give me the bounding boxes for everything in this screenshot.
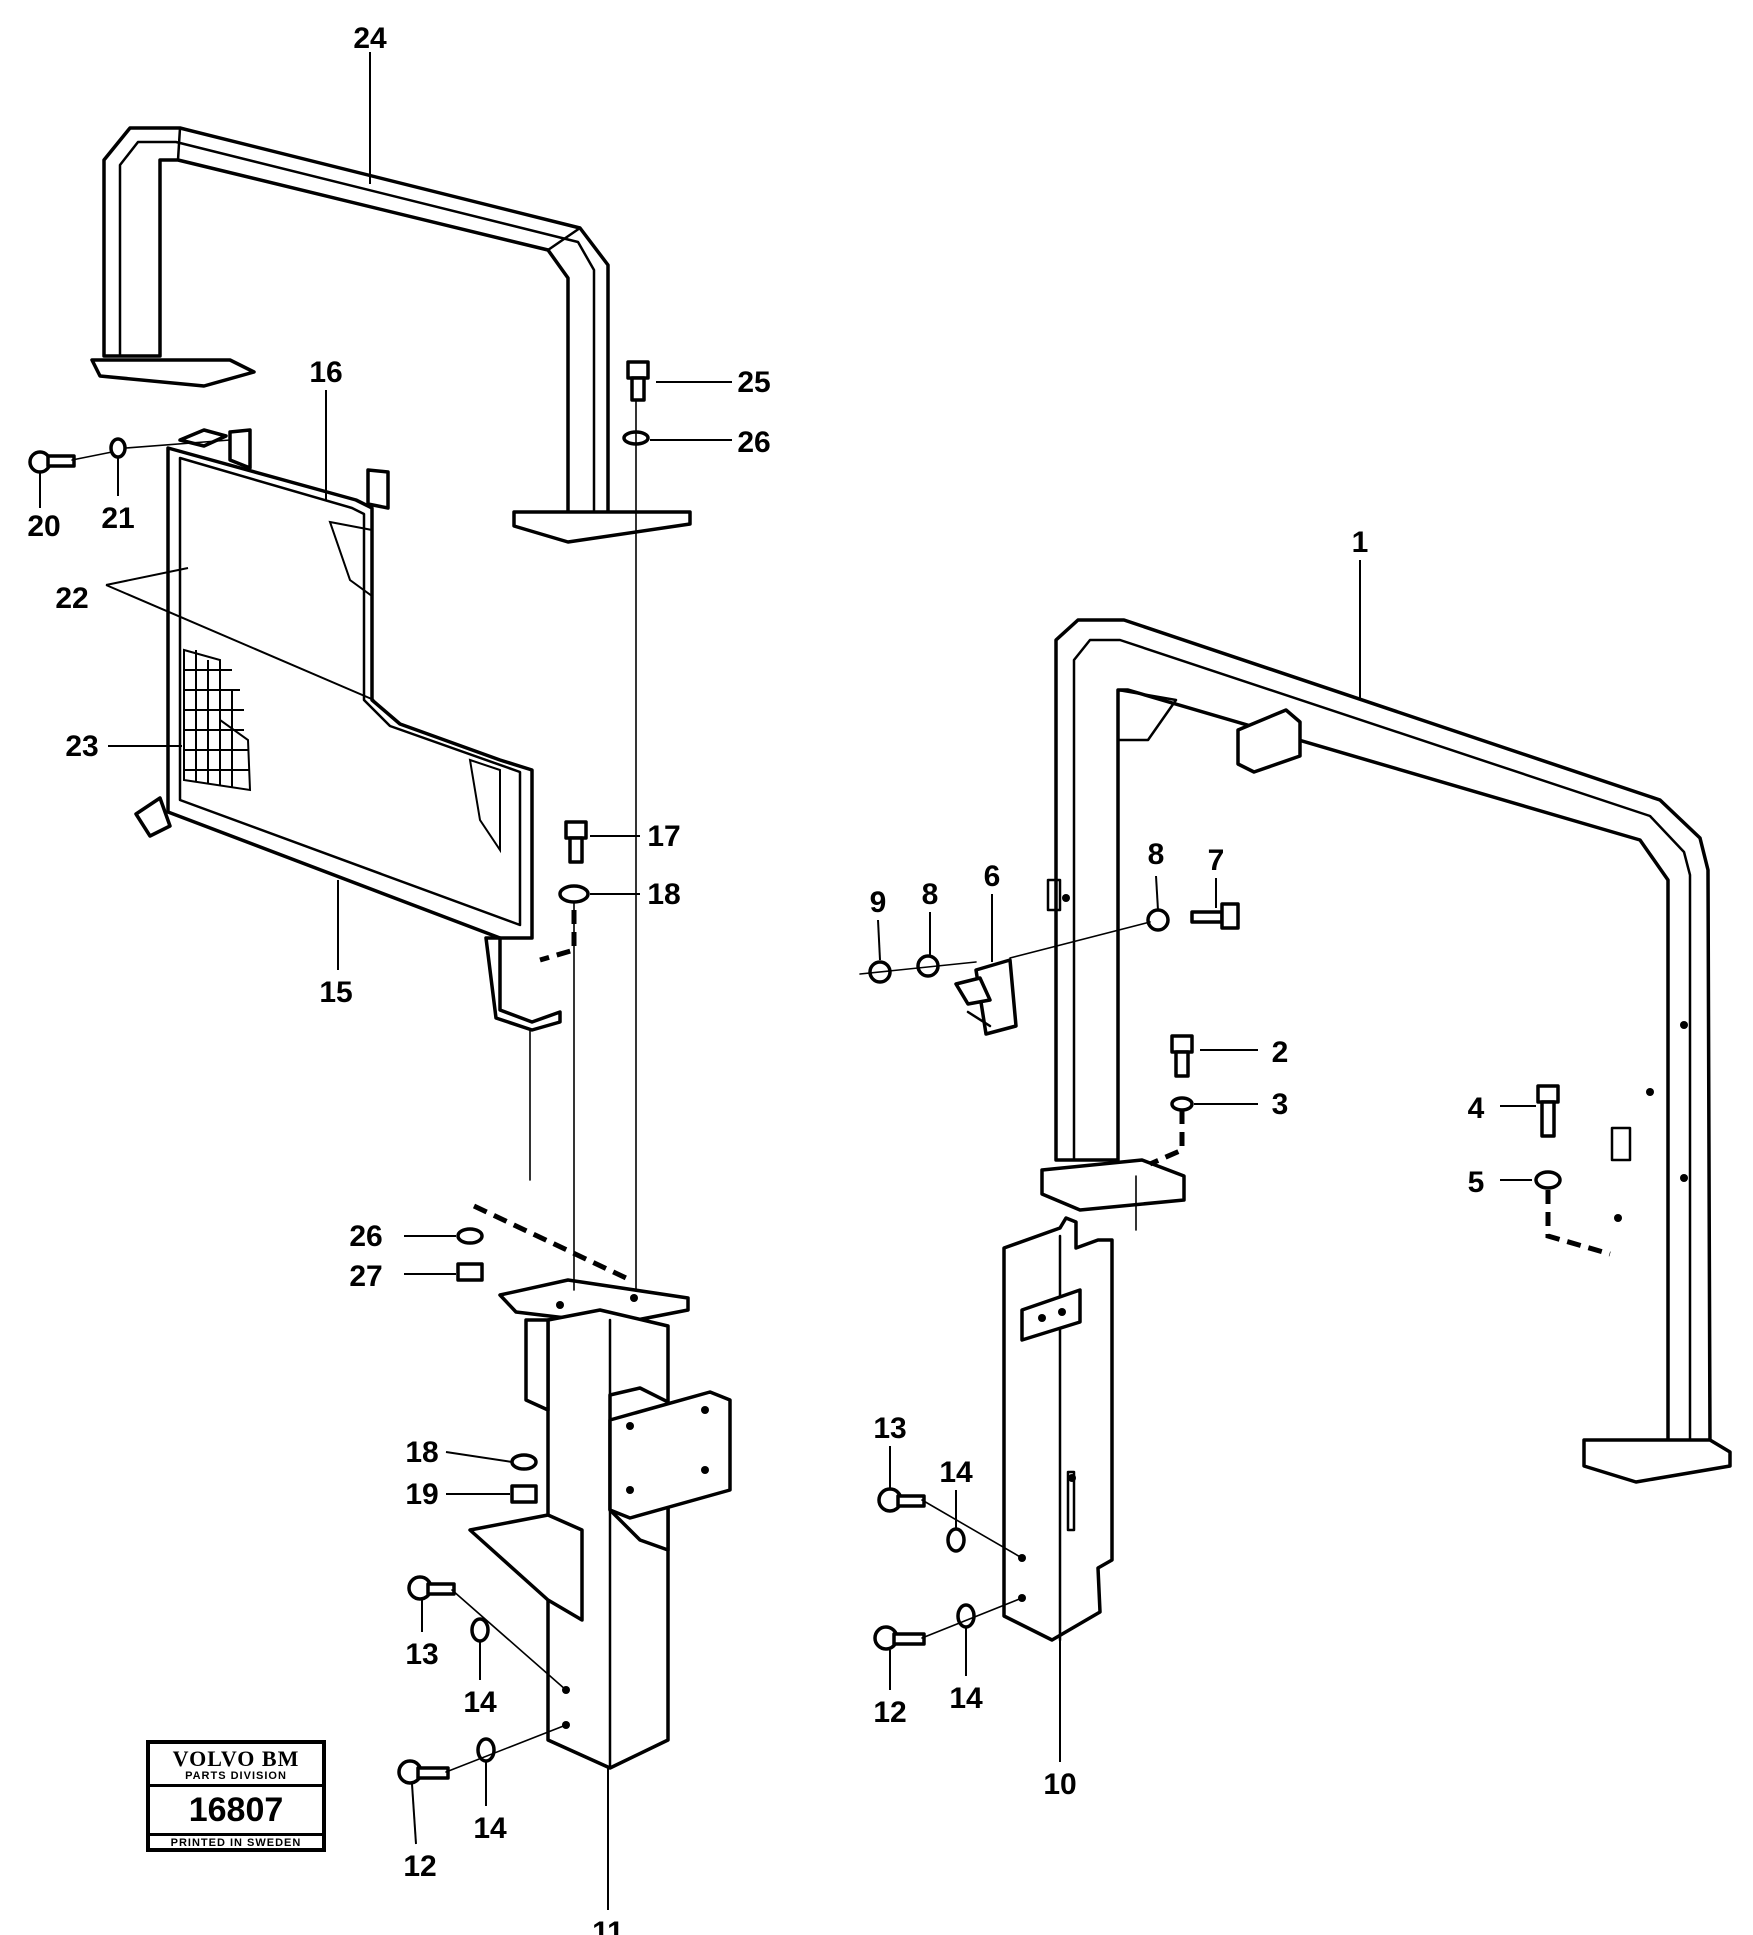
- callout-7: 7: [1208, 844, 1225, 877]
- callout-1: 1: [1352, 526, 1369, 559]
- callout-13-left: 13: [405, 1638, 438, 1671]
- callout-25: 25: [737, 366, 770, 399]
- callout-16: 16: [309, 356, 342, 389]
- callout-19: 19: [405, 1478, 438, 1511]
- callout-8-left: 8: [922, 878, 939, 911]
- bracket-6: [954, 958, 1018, 1036]
- frame-24: [90, 126, 692, 544]
- callout-labels: 1 2 3 4 5 6 7 8 8 9 10 11 12 12 13 13 14…: [27, 22, 1484, 1935]
- assembly-lines: [71, 399, 1611, 1773]
- fasteners: [28, 360, 1562, 1785]
- callout-12-right: 12: [873, 1696, 906, 1729]
- callout-5: 5: [1468, 1166, 1485, 1199]
- division-label: PARTS DIVISION: [150, 1770, 322, 1787]
- callout-14-right-upper: 14: [939, 1456, 973, 1489]
- callout-24: 24: [353, 22, 387, 55]
- callout-13-right: 13: [873, 1412, 906, 1445]
- callout-23: 23: [65, 730, 98, 763]
- callout-14-left-lower: 14: [473, 1812, 507, 1845]
- callout-14-left-upper: 14: [463, 1686, 497, 1719]
- callout-15: 15: [319, 976, 352, 1009]
- callout-8-right: 8: [1148, 838, 1165, 871]
- callout-21: 21: [101, 502, 134, 535]
- callout-18-upper: 18: [647, 878, 680, 911]
- callout-27: 27: [349, 1260, 382, 1293]
- post-11: [468, 1278, 732, 1770]
- diagram-number: 16807: [150, 1787, 322, 1836]
- callout-26-lower: 26: [349, 1220, 382, 1253]
- callout-9: 9: [870, 886, 887, 919]
- callout-26-upper: 26: [737, 426, 770, 459]
- callout-18-lower: 18: [405, 1436, 438, 1469]
- callout-3: 3: [1272, 1088, 1289, 1121]
- parts-division-badge: VOLVO BM PARTS DIVISION 16807 PRINTED IN…: [146, 1740, 326, 1852]
- callout-2: 2: [1272, 1036, 1289, 1069]
- callout-20: 20: [27, 510, 60, 543]
- callout-14-right-lower: 14: [949, 1682, 983, 1715]
- callout-4: 4: [1468, 1092, 1485, 1125]
- callout-6: 6: [984, 860, 1001, 893]
- callout-17: 17: [647, 820, 680, 853]
- callout-22: 22: [55, 582, 88, 615]
- mesh-pattern: [183, 520, 501, 854]
- callout-10: 10: [1043, 1768, 1076, 1801]
- callout-12-left: 12: [403, 1850, 436, 1883]
- post-10: [1002, 1216, 1114, 1642]
- frame-1: [1040, 618, 1732, 1484]
- callout-11: 11: [592, 1916, 624, 1935]
- screen-panel-15: [105, 428, 562, 1032]
- callout-leaders: [39, 52, 1536, 1910]
- printed-label: PRINTED IN SWEDEN: [170, 1837, 302, 1849]
- brand-logo: VOLVO BM: [172, 1746, 300, 1771]
